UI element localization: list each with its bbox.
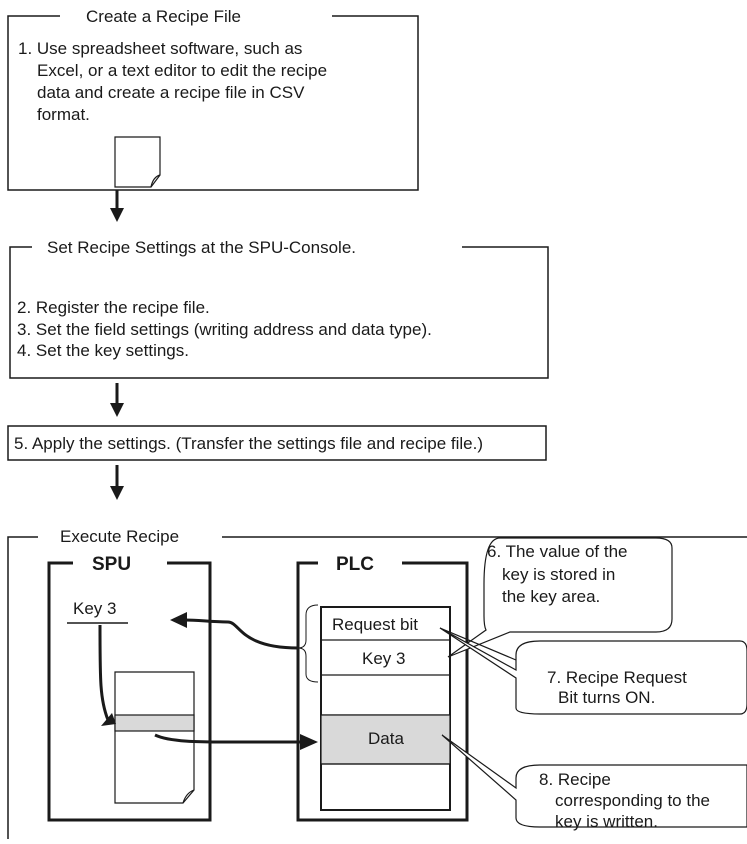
plc-brace [297,604,319,683]
section-create-recipe-file: Create a Recipe File 1. Use spreadsheet … [7,7,419,191]
plc-key: Key 3 [362,649,405,668]
section1-frame [7,15,419,191]
spu-key-label: Key 3 [73,599,116,618]
callout-8-line-3: key is written. [555,812,658,831]
recipe-highlight-row [114,714,195,732]
document-icon [114,136,161,188]
section1-line-1: 1. Use spreadsheet software, such as [18,39,302,58]
section1-line-3: data and create a recipe file in CSV [37,83,305,102]
callout-6-line-3: the key area. [502,587,600,606]
section-execute-recipe: Execute Recipe SPU Key 3 PLC Request b [7,527,747,839]
callout-8: 8. Recipe corresponding to the key is wr… [441,734,747,831]
callout-6-line-2: key is stored in [502,565,615,584]
arrow-key-to-recipe [98,624,116,726]
callout-8-line-1: 8. Recipe [539,770,611,789]
plc-request-bit: Request bit [332,615,418,634]
plc-title: PLC [336,554,374,575]
section2-title: Set Recipe Settings at the SPU-Console. [47,238,356,257]
arrow-down-3 [110,465,124,500]
section3-frame [7,425,547,461]
callout-6-line-1: 6. The value of the [487,542,628,561]
callout-7-line-1: 7. Recipe Request [547,668,687,687]
callout-8-line-2: corresponding to the [555,791,710,810]
arrow-down-2 [110,383,124,417]
section2-step-4: 4. Set the key settings. [17,341,189,360]
arrow-down-1 [110,190,124,222]
section4-frame-left [7,536,38,839]
section2-step-3: 3. Set the field settings (writing addre… [17,320,432,339]
section1-title: Create a Recipe File [86,7,241,26]
recipe-document-icon [114,671,195,804]
spu-title: SPU [92,554,131,575]
arrow-plc-to-spu-key [170,612,299,650]
plc-frame [296,561,469,822]
section-set-recipe-settings: Set Recipe Settings at the SPU-Console. … [9,238,549,379]
spu-frame [47,561,212,822]
arrow-recipe-to-plc-data [154,733,318,750]
plc-data: Data [368,729,404,748]
section1-line-4: format. [37,105,90,124]
callout-7: 7. Recipe Request Bit turns ON. [439,627,747,715]
section-apply-settings: 5. Apply the settings. (Transfer the set… [7,425,547,461]
callout-6: 6. The value of the key is stored in the… [447,537,673,658]
section2-frame [9,246,549,379]
section4-title: Execute Recipe [60,527,179,546]
section1-line-2: Excel, or a text editor to edit the reci… [37,61,327,80]
section2-step-2: 2. Register the recipe file. [17,298,210,317]
section3-text: 5. Apply the settings. (Transfer the set… [14,434,483,453]
callout-7-line-2: Bit turns ON. [558,688,655,707]
spu-block: SPU Key 3 [47,554,212,822]
plc-memory [320,606,451,811]
plc-block: PLC Request bit Key 3 Data [296,554,469,822]
